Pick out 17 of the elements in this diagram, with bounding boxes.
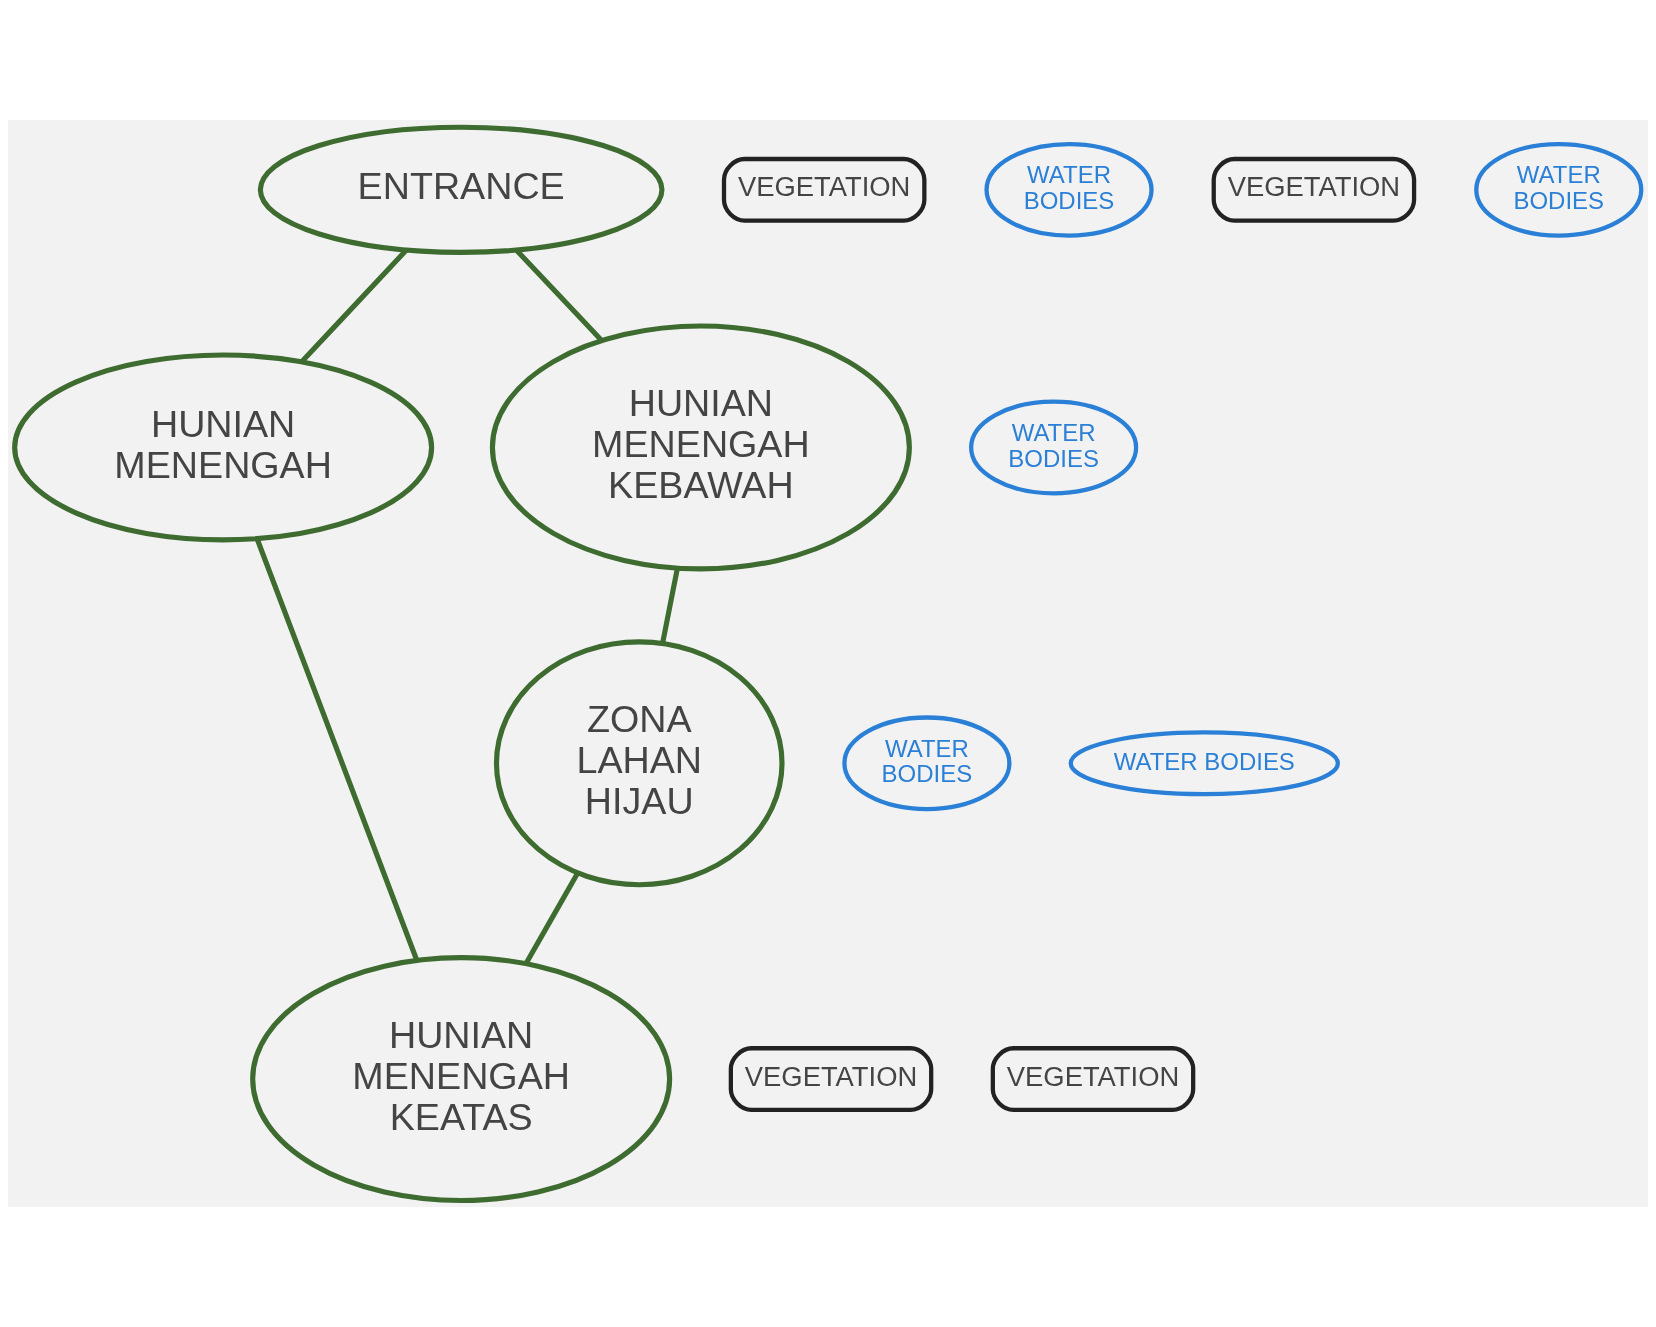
- node-box: VEGETATION: [728, 1046, 934, 1113]
- node-ellipse: ENTRANCE: [257, 124, 665, 255]
- node-box: VEGETATION: [721, 156, 927, 223]
- node-ellipse: HUNIAN MENENGAH: [12, 352, 435, 543]
- node-box: VEGETATION: [1211, 156, 1417, 223]
- node-ellipse: HUNIAN MENENGAH KEBAWAH: [489, 323, 912, 572]
- node-ellipse: WATER BODIES: [984, 141, 1154, 238]
- node-ellipse: WATER BODIES: [842, 715, 1012, 812]
- node-ellipse: WATER BODIES: [1068, 730, 1340, 797]
- connector: [660, 567, 680, 644]
- connector: [523, 871, 580, 965]
- node-ellipse: WATER BODIES: [969, 399, 1139, 496]
- node-ellipse: HUNIAN MENENGAH KEATAS: [250, 955, 673, 1204]
- connector: [254, 537, 420, 962]
- node-ellipse: WATER BODIES: [1474, 141, 1644, 238]
- node-box: VEGETATION: [990, 1046, 1196, 1113]
- node-ellipse: ZONA LAHAN HIJAU: [493, 639, 785, 888]
